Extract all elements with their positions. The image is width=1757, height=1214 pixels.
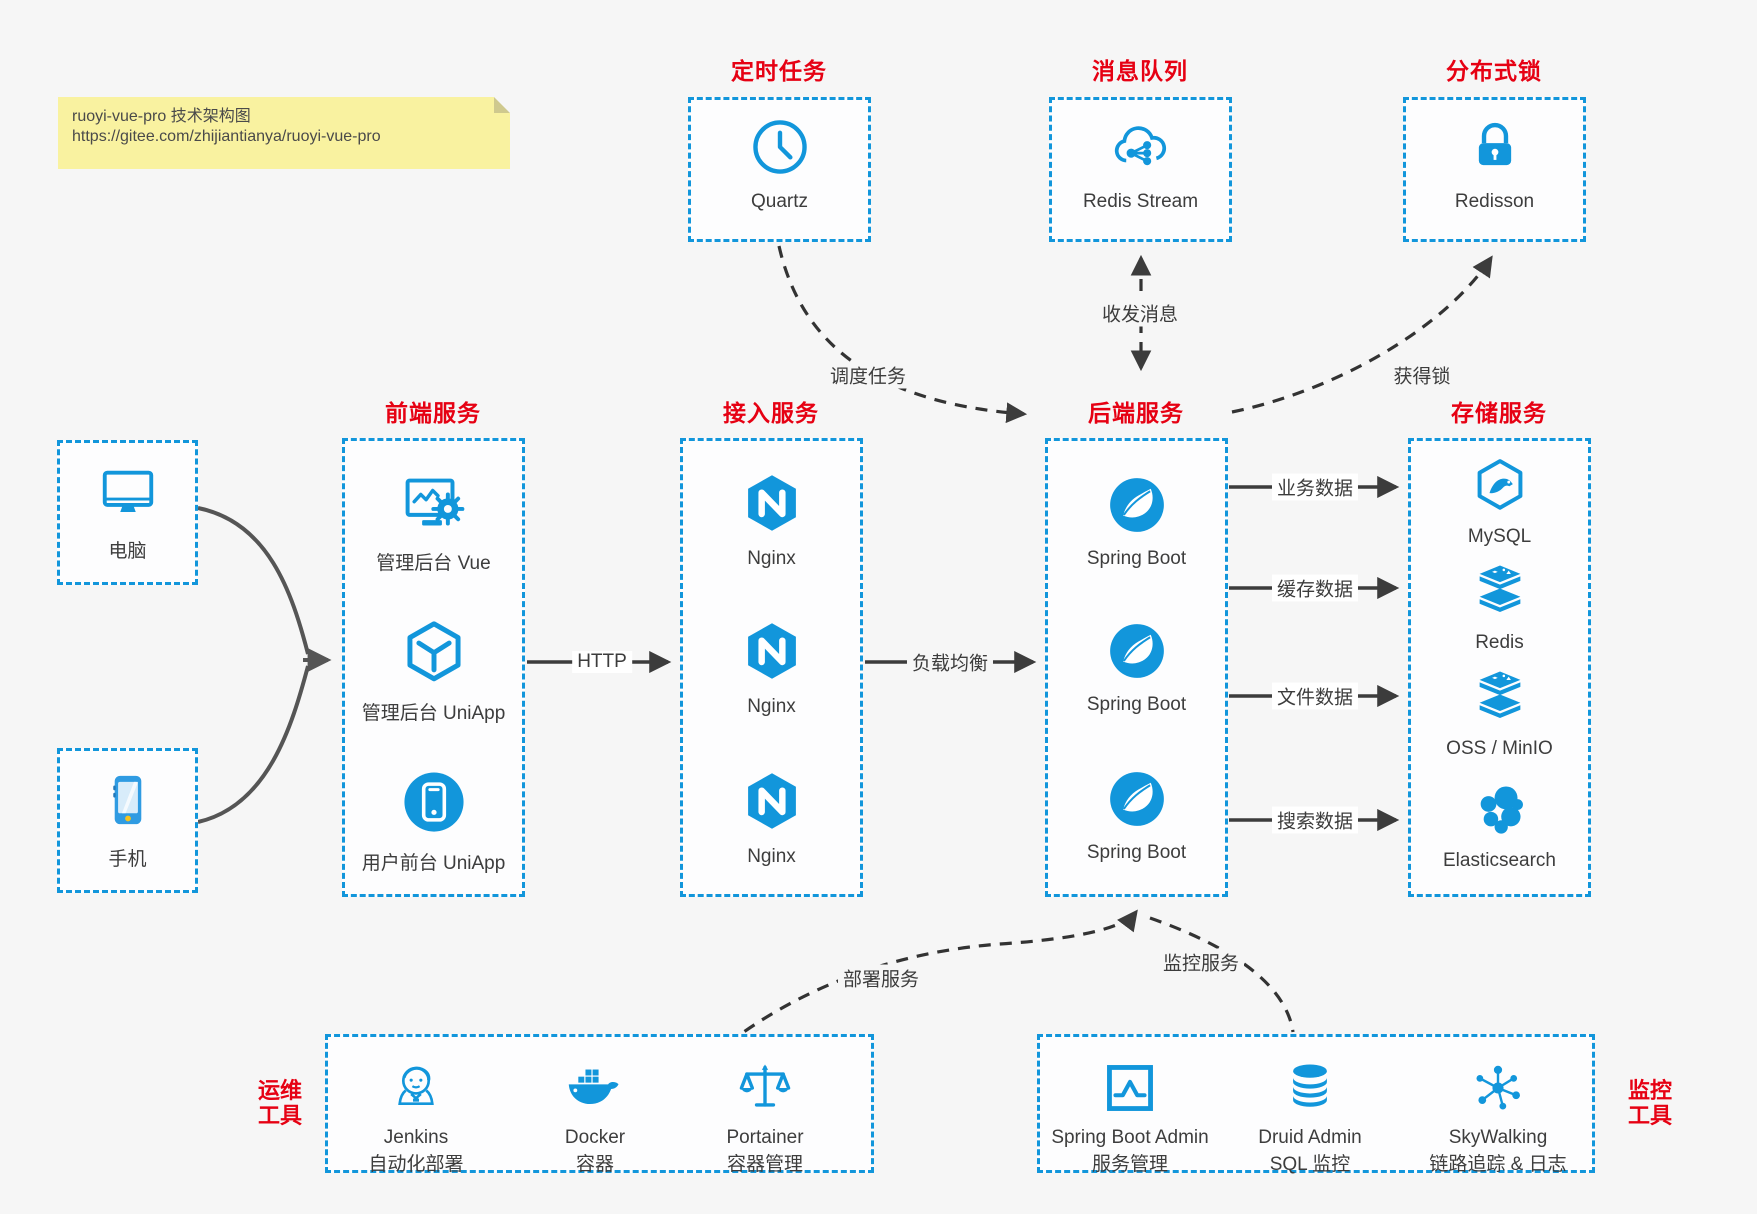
monitor-item-skywalking: SkyWalking 链路追踪 & 日志: [1398, 1059, 1598, 1176]
storage-item-oss: OSS / MinIO: [1411, 669, 1588, 760]
druid-icon: [1281, 1059, 1339, 1122]
admin-vue-icon: [401, 471, 467, 540]
edge-computer-frontend: [197, 506, 310, 655]
user-app-icon: [401, 769, 467, 840]
boot-admin-icon: [1101, 1059, 1159, 1122]
smartphone-icon: [99, 769, 157, 836]
backend-item-2: Spring Boot: [1048, 621, 1225, 716]
backend-box: Spring Boot Spring Boot Spring Boot: [1045, 438, 1228, 897]
mysql-icon: [1472, 457, 1528, 518]
nginx-icon: [741, 471, 803, 540]
backend-item-3: Spring Boot: [1048, 769, 1225, 864]
edge-label-load-balance: 负载均衡: [906, 648, 994, 676]
gateway-box: Nginx Nginx Nginx: [680, 438, 863, 897]
edge-label-file-data: 文件数据: [1271, 682, 1359, 710]
storage-item-mysql: MySQL: [1411, 457, 1588, 548]
edge-label-message: 收发消息: [1096, 299, 1184, 327]
group-title-frontend: 前端服务: [385, 400, 481, 426]
edge-label-schedule: 调度任务: [824, 361, 912, 389]
note-url: https://gitee.com/zhijiantianya/ruoyi-vu…: [72, 128, 381, 145]
edge-label-deploy: 部署服务: [837, 964, 925, 992]
group-title-backend: 后端服务: [1088, 400, 1184, 426]
cloud-share-icon: [1109, 116, 1173, 183]
frontend-box: 管理后台 Vue 管理后台 UniApp 用户前台 UniApp: [342, 438, 525, 897]
edge-label-search-data: 搜索数据: [1271, 806, 1359, 834]
lock-label: Redisson: [1454, 191, 1535, 212]
ops-item-docker: Docker 容器: [495, 1059, 695, 1176]
spring-icon: [1107, 475, 1167, 540]
skywalking-icon: [1469, 1059, 1527, 1122]
group-title-lock: 分布式锁: [1446, 58, 1542, 84]
docker-icon: [564, 1059, 626, 1122]
edge-acquire-lock: [1231, 255, 1493, 414]
spring-icon: [1107, 621, 1167, 686]
group-title-storage: 存储服务: [1451, 400, 1547, 426]
frontend-item-admin-vue: 管理后台 Vue: [345, 471, 522, 575]
storage-box: MySQL Redis OSS / MinIO Elasticsearch: [1408, 438, 1591, 897]
lock-box: Redisson: [1403, 97, 1586, 242]
nginx-icon: [741, 769, 803, 838]
edge-label-cache-data: 缓存数据: [1271, 574, 1359, 602]
edge-phone-frontend: [197, 665, 310, 824]
edge-label-biz-data: 业务数据: [1271, 473, 1359, 501]
scheduler-label: Quartz: [750, 191, 809, 212]
phone-box: 手机: [57, 748, 198, 893]
monitor-item-druid: Druid Admin SQL 监控: [1210, 1059, 1410, 1176]
nginx-icon: [741, 619, 803, 688]
gateway-item-1: Nginx: [683, 471, 860, 570]
monitor-box: Spring Boot Admin 服务管理 Druid Admin SQL 监…: [1037, 1034, 1598, 1176]
lock-icon: [1464, 116, 1526, 183]
mq-box: Redis Stream: [1049, 97, 1232, 242]
storage-item-es: Elasticsearch: [1411, 783, 1588, 872]
group-title-mq: 消息队列: [1092, 58, 1188, 84]
edge-label-acquire-lock: 获得锁: [1388, 361, 1456, 389]
edge-schedule: [777, 245, 1028, 424]
clock-icon: [749, 116, 811, 183]
title-note: ruoyi-vue-pro 技术架构图 https://gitee.com/zh…: [58, 97, 510, 169]
group-title-scheduler: 定时任务: [731, 58, 827, 84]
note-title: ruoyi-vue-pro 技术架构图: [72, 108, 251, 125]
computer-box: 电脑: [57, 440, 198, 585]
redis-stack-icon: [1469, 563, 1531, 624]
group-title-gateway: 接入服务: [723, 400, 819, 426]
gateway-item-3: Nginx: [683, 769, 860, 868]
uniapp-icon: [401, 619, 467, 690]
elasticsearch-icon: [1471, 783, 1529, 842]
scheduler-box: Quartz: [688, 97, 871, 242]
computer-icon: [97, 461, 159, 528]
gateway-item-2: Nginx: [683, 619, 860, 718]
portainer-icon: [736, 1059, 794, 1122]
group-title-monitor: 监控 工具: [1628, 1078, 1673, 1128]
group-title-ops: 运维 工具: [258, 1078, 303, 1128]
backend-item-1: Spring Boot: [1048, 475, 1225, 570]
computer-label: 电脑: [108, 541, 147, 562]
note-fold-corner: [494, 97, 510, 113]
frontend-item-user-uniapp: 用户前台 UniApp: [345, 769, 522, 875]
edge-label-monitoring: 监控服务: [1157, 948, 1245, 976]
edge-label-http: HTTP: [572, 651, 632, 673]
monitor-item-boot-admin: Spring Boot Admin 服务管理: [1030, 1059, 1230, 1176]
mq-label: Redis Stream: [1082, 191, 1199, 212]
spring-icon: [1107, 769, 1167, 834]
ops-item-portainer: Portainer 容器管理: [665, 1059, 865, 1176]
jenkins-icon: [387, 1059, 445, 1122]
ops-item-jenkins: Jenkins 自动化部署: [316, 1059, 516, 1176]
ops-box: Jenkins 自动化部署 Docker 容器 Portainer 容器管理: [325, 1034, 874, 1176]
frontend-item-admin-uniapp: 管理后台 UniApp: [345, 619, 522, 725]
redis-stack-icon: [1469, 669, 1531, 730]
storage-item-redis: Redis: [1411, 563, 1588, 654]
phone-label: 手机: [108, 849, 147, 870]
